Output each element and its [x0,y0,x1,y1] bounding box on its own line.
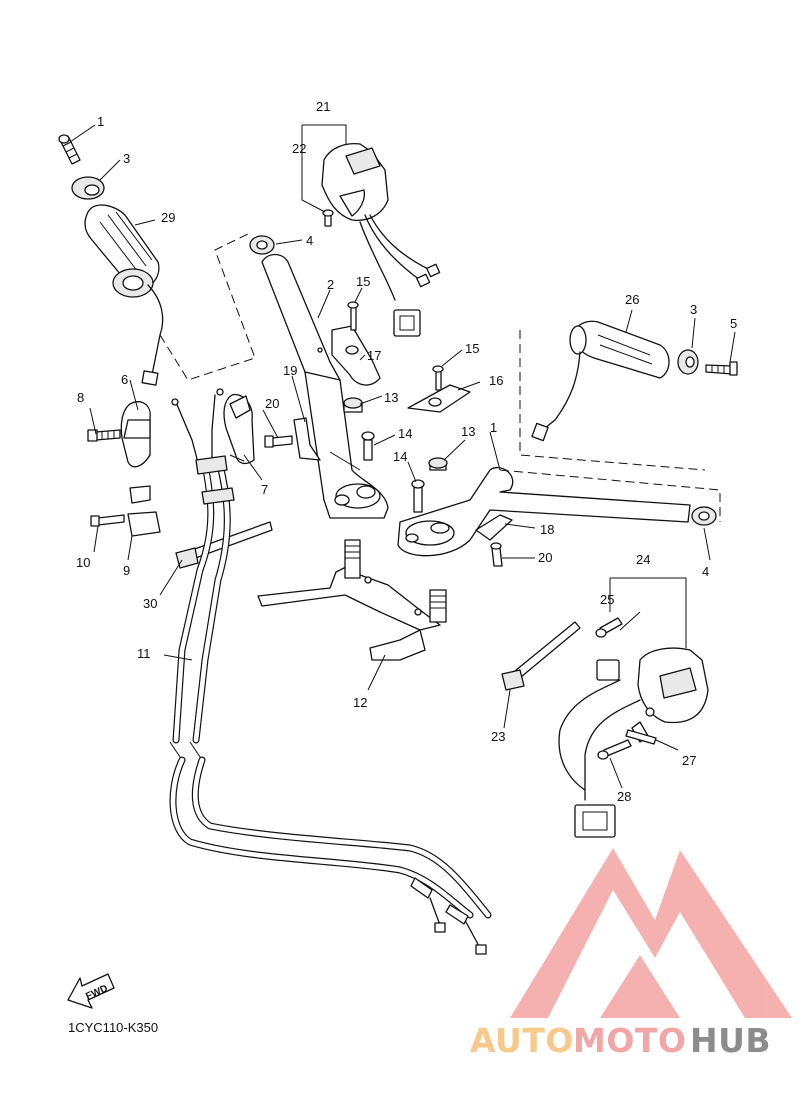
callout-4-right: 4 [702,564,709,579]
right-mount-hardware [407,365,513,567]
callout-5-right: 5 [730,316,737,331]
callout-28: 23 [491,729,505,744]
callout-6: 6 [121,372,128,387]
callout-numbers: 1 3 29 4 21 22 2 15 17 19 13 14 20 6 8 7… [76,99,737,804]
callout-17: 17 [367,348,381,363]
left-handlebar [261,253,389,519]
mount-bracket [257,539,447,661]
callout-29: 29 [161,210,175,225]
right-switch-assembly [558,647,709,838]
callout-24: 25 [600,592,614,607]
throttle-housing [120,393,255,468]
callout-26: 27 [682,753,696,768]
cable-bracket [90,485,161,537]
callout-15-right: 15 [465,341,479,356]
callout-14-right: 14 [393,449,407,464]
grip-end-screw-left [58,134,81,165]
callout-20-right: 20 [538,550,552,565]
callout-8: 8 [77,390,84,405]
callout-27: 28 [617,789,631,804]
callout-13-left: 13 [384,390,398,405]
callout-3-left: 3 [123,151,130,166]
bar-end-cap-right [691,506,717,526]
left-switch-assembly [321,142,441,337]
diagram-reference-code: 1CYC110-K350 [68,1020,158,1035]
bar-end-weight-left [71,176,105,200]
callout-1: 1 [490,420,497,435]
watermark-hub: HUB [690,1021,771,1060]
forward-direction-arrow-icon: FWD [67,973,115,1009]
callout-2: 2 [327,277,334,292]
left-grip [84,204,164,386]
callout-16: 16 [489,373,503,388]
callout-14-left: 14 [398,426,412,441]
bar-end-weight-right [677,349,738,376]
callout-3-right: 3 [690,302,697,317]
right-handlebar [397,330,721,557]
left-mount-hardware [264,301,381,471]
callout-4-left: 4 [306,233,313,248]
callout-12: 12 [353,695,367,710]
watermark-logo-icon [510,848,792,1018]
right-grip [531,320,670,442]
callout-15-left: 15 [356,274,370,289]
throttle-cables [169,455,492,955]
callout-5-left: 1 [97,114,104,129]
watermark-auto: AUTO [470,1021,574,1060]
callout-20-left: 20 [265,396,279,411]
callout-7: 7 [261,482,268,497]
callout-10: 10 [76,555,90,570]
watermark-text: AUTO MOTO HUB [470,1021,771,1060]
left-grip-assembly [58,134,273,569]
leader-lines [69,124,736,789]
bar-end-cap-left [249,235,275,255]
callout-23: 24 [636,552,650,567]
callout-11: 11 [137,646,151,661]
callout-30: 30 [143,596,157,611]
callout-9: 9 [123,563,130,578]
watermark-moto: MOTO [573,1021,686,1060]
callout-22: 22 [292,141,306,156]
cable-tie-right [501,621,581,691]
callout-13-right: 13 [461,424,475,439]
callout-25: 26 [625,292,639,307]
callout-21: 21 [316,99,330,114]
housing-bolt [87,429,121,442]
callout-18: 18 [540,522,554,537]
switch-screws [595,617,657,760]
callout-19: 19 [283,363,297,378]
